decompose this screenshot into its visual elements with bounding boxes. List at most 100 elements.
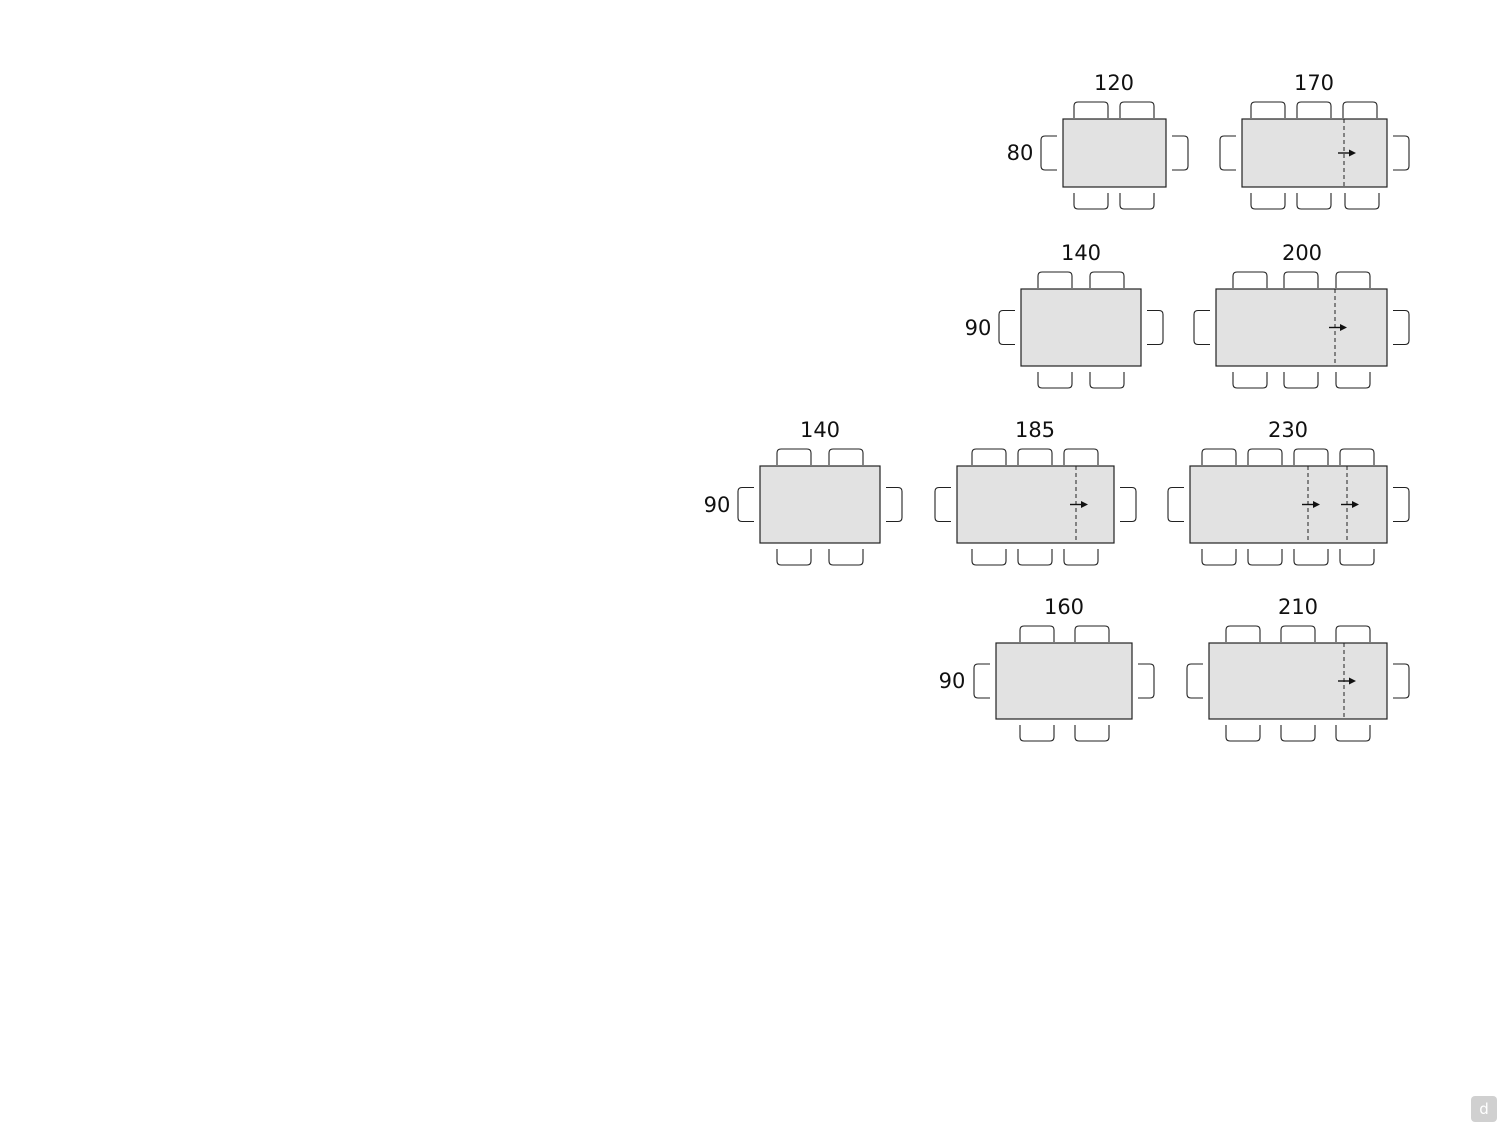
chair-left bbox=[1186, 663, 1203, 699]
chair-top bbox=[1063, 448, 1099, 465]
table-top bbox=[1215, 288, 1388, 367]
chair-bottom bbox=[776, 549, 812, 566]
chair-bottom bbox=[1293, 549, 1329, 566]
chair-top bbox=[971, 448, 1007, 465]
chair-top bbox=[1119, 101, 1155, 118]
chair-top bbox=[1335, 271, 1371, 288]
chair-right bbox=[1393, 663, 1410, 699]
table-top bbox=[1208, 642, 1388, 720]
table-diagram-t-140x90b: 140 90 bbox=[704, 418, 903, 566]
table-top bbox=[1241, 118, 1388, 188]
chair-top bbox=[1283, 271, 1319, 288]
chair-top bbox=[828, 448, 864, 465]
chair-top bbox=[1293, 448, 1329, 465]
width-label: 210 bbox=[1278, 595, 1318, 619]
chair-bottom bbox=[1296, 193, 1332, 210]
chair-bottom bbox=[1247, 549, 1283, 566]
chair-left bbox=[973, 663, 990, 699]
chair-top bbox=[1225, 625, 1261, 642]
chair-top bbox=[1247, 448, 1283, 465]
table-top bbox=[1062, 118, 1167, 188]
chair-left bbox=[1219, 135, 1236, 171]
chair-bottom bbox=[1037, 372, 1073, 389]
chair-bottom bbox=[1344, 193, 1380, 210]
chair-bottom bbox=[1335, 372, 1371, 389]
extension-arrow-icon bbox=[1070, 501, 1088, 508]
chair-bottom bbox=[971, 549, 1007, 566]
chair-right bbox=[1138, 663, 1155, 699]
depth-label: 80 bbox=[1007, 141, 1034, 165]
table-diagram-t-200x90: 200 bbox=[1193, 241, 1410, 389]
chair-right bbox=[1120, 486, 1137, 523]
chair-bottom bbox=[1201, 549, 1237, 566]
extension-arrow-icon bbox=[1302, 501, 1320, 508]
chair-top bbox=[1074, 625, 1110, 642]
chair-bottom bbox=[1074, 725, 1110, 742]
chair-bottom bbox=[1063, 549, 1099, 566]
chair-right bbox=[1147, 309, 1164, 346]
extension-arrow-icon bbox=[1338, 677, 1356, 685]
chair-bottom bbox=[1017, 549, 1053, 566]
chair-left bbox=[1193, 309, 1210, 346]
chair-left bbox=[998, 309, 1015, 346]
chair-bottom bbox=[1335, 725, 1371, 742]
chair-left bbox=[1040, 135, 1057, 171]
extension-arrow-icon bbox=[1341, 501, 1359, 508]
chair-left bbox=[934, 486, 951, 523]
chair-right bbox=[886, 486, 903, 523]
chair-top bbox=[1296, 101, 1332, 118]
chair-top bbox=[1339, 448, 1375, 465]
width-label: 170 bbox=[1294, 71, 1334, 95]
chair-top bbox=[776, 448, 812, 465]
chair-bottom bbox=[1119, 193, 1155, 210]
chair-bottom bbox=[1339, 549, 1375, 566]
chair-top bbox=[1232, 271, 1268, 288]
chair-right bbox=[1172, 135, 1189, 171]
table-top bbox=[759, 465, 881, 544]
width-label: 185 bbox=[1015, 418, 1055, 442]
table-diagram-t-210x90: 210 bbox=[1186, 595, 1410, 742]
chair-bottom bbox=[1250, 193, 1286, 210]
extension-arrow-icon bbox=[1338, 149, 1356, 157]
depth-label: 90 bbox=[939, 669, 966, 693]
chair-bottom bbox=[1089, 372, 1125, 389]
table-diagram-t-185x90: 185 bbox=[934, 418, 1137, 566]
chair-top bbox=[1342, 101, 1378, 118]
chair-bottom bbox=[1232, 372, 1268, 389]
width-label: 140 bbox=[800, 418, 840, 442]
chair-bottom bbox=[1283, 372, 1319, 389]
chair-top bbox=[1089, 271, 1125, 288]
chair-top bbox=[1250, 101, 1286, 118]
chair-left bbox=[1167, 486, 1184, 523]
depth-label: 90 bbox=[965, 316, 992, 340]
table-diagram-t-140x90a: 140 90 bbox=[965, 241, 1164, 389]
chair-bottom bbox=[1073, 193, 1109, 210]
chair-right bbox=[1393, 486, 1410, 523]
chair-left bbox=[737, 486, 754, 523]
chair-top bbox=[1201, 448, 1237, 465]
logo-d-icon: d bbox=[1471, 1096, 1497, 1122]
chair-right bbox=[1393, 135, 1410, 171]
chair-top bbox=[1017, 448, 1053, 465]
table-diagram-t-170x80: 170 bbox=[1219, 71, 1410, 210]
table-diagram-t-230x90: 230 bbox=[1167, 418, 1410, 566]
chair-top bbox=[1280, 625, 1316, 642]
chair-top bbox=[1073, 101, 1109, 118]
extension-arrow-icon bbox=[1329, 324, 1347, 331]
table-top bbox=[1020, 288, 1142, 367]
width-label: 160 bbox=[1044, 595, 1084, 619]
chair-top bbox=[1037, 271, 1073, 288]
depth-label: 90 bbox=[704, 493, 731, 517]
table-diagram-t-120x80: 120 80 bbox=[1007, 71, 1189, 210]
chair-right bbox=[1393, 309, 1410, 346]
width-label: 140 bbox=[1061, 241, 1101, 265]
chair-bottom bbox=[1280, 725, 1316, 742]
width-label: 120 bbox=[1094, 71, 1134, 95]
width-label: 230 bbox=[1268, 418, 1308, 442]
width-label: 200 bbox=[1282, 241, 1322, 265]
chair-top bbox=[1019, 625, 1055, 642]
chair-top bbox=[1335, 625, 1371, 642]
table-top bbox=[956, 465, 1115, 544]
chair-bottom bbox=[1225, 725, 1261, 742]
